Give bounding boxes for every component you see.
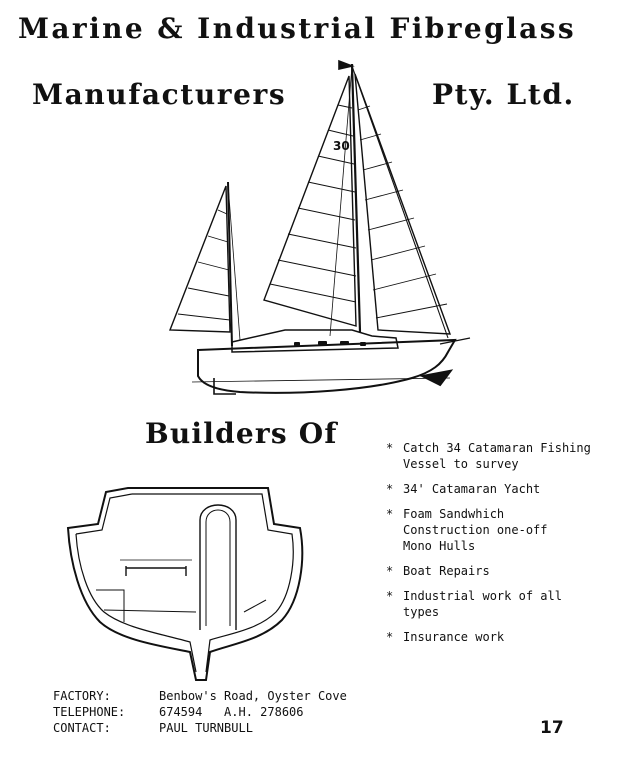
bullet-star-icon: *	[386, 441, 394, 455]
telephone-row: TELEPHONE: 674594 A.H. 278606	[53, 704, 347, 720]
bullet-star-icon: *	[386, 630, 394, 644]
factory-row: FACTORY: Benbow's Road, Oyster Cove	[53, 688, 347, 704]
telephone-number: 674594 A.H. 278606	[159, 705, 304, 719]
doorway	[199, 504, 237, 630]
hull-outline	[66, 487, 304, 681]
bullet-star-icon: *	[386, 482, 394, 496]
cabin	[231, 329, 399, 353]
telephone-label: TELEPHONE:	[53, 705, 126, 719]
service-text: 34' Catamaran Yacht	[403, 482, 541, 496]
contact-label: CONTACT:	[53, 721, 111, 735]
main-mast	[350, 63, 362, 333]
bullet-star-icon: *	[386, 589, 394, 603]
bench	[125, 566, 187, 576]
page-number: 17	[540, 718, 564, 738]
contact-details: FACTORY: Benbow's Road, Oyster Cove TELE…	[53, 688, 347, 736]
company-name-line1: Marine & Industrial Fibreglass	[18, 12, 577, 45]
contact-name: PAUL TURNBULL	[159, 721, 253, 735]
service-text: Industrial work of all types	[403, 589, 562, 619]
service-item: * Foam Sandwhich Construction one-off Mon…	[386, 506, 618, 554]
contact-row: CONTACT: PAUL TURNBULL	[53, 720, 347, 736]
yacht-illustration: 30	[168, 59, 471, 395]
factory-address: Benbow's Road, Oyster Cove	[159, 689, 347, 703]
jib-sail	[354, 73, 452, 335]
service-text: Catch 34 Catamaran Fishing Vessel to sur…	[403, 441, 591, 471]
keel	[213, 378, 236, 395]
service-item: * Industrial work of all types	[386, 588, 618, 620]
masthead-flag	[338, 59, 355, 71]
builders-heading: Builders Of	[145, 417, 338, 450]
service-text: Insurance work	[403, 630, 505, 644]
bullet-star-icon: *	[386, 507, 394, 521]
service-item: * 34' Catamaran Yacht	[386, 481, 618, 497]
mizzen-mast	[227, 181, 233, 347]
service-item: * Catch 34 Catamaran Fishing Vessel to su…	[386, 440, 618, 472]
factory-label: FACTORY:	[53, 689, 111, 703]
bullet-star-icon: *	[386, 564, 394, 578]
mizzen-sail	[168, 185, 231, 333]
sail-number: 30	[333, 139, 350, 153]
service-text: Boat Repairs	[403, 564, 490, 578]
service-item: * Boat Repairs	[386, 563, 618, 579]
service-item: * Insurance work	[386, 629, 618, 645]
company-name-line2-right: Pty. Ltd.	[432, 78, 575, 111]
services-list: * Catch 34 Catamaran Fishing Vessel to su…	[386, 440, 618, 654]
company-name-line2-left: Manufacturers	[32, 78, 287, 111]
service-text: Foam Sandwhich Construction one-off Mono…	[403, 507, 548, 553]
mainsail	[263, 75, 357, 327]
